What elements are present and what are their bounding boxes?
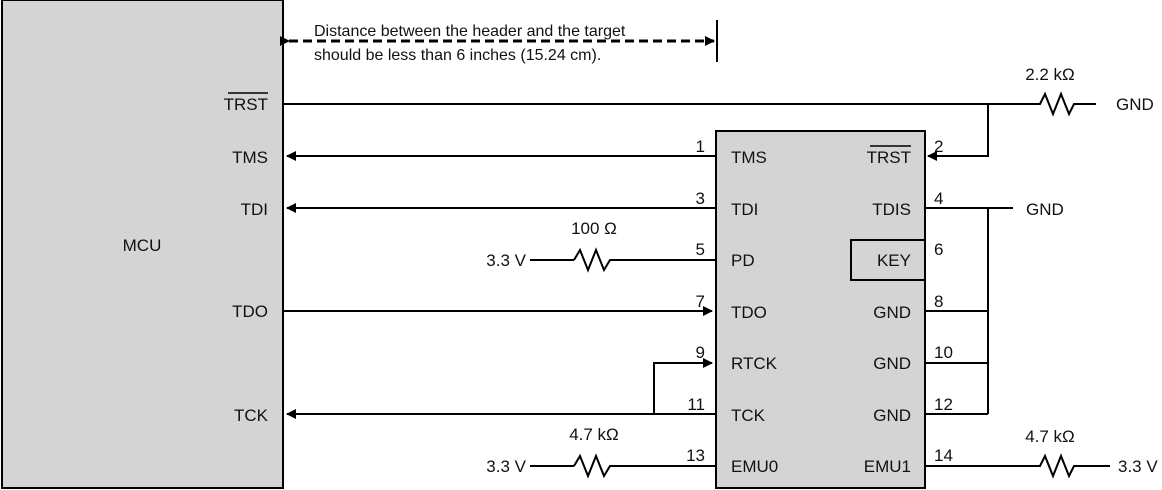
hdr-pin-label-tck: TCK [731,406,766,425]
emu1-supply-label: 3.3 V [1118,457,1158,476]
header-right-pins: TRST 2 TDIS 4 KEY 6 GND 8 GND 10 GND 12 … [864,137,953,476]
mcu-pin-tck: TCK [234,406,269,425]
hdr-pin-num-6: 6 [934,240,943,259]
resistor-emu1-label: 4.7 kΩ [1025,427,1075,446]
hdr-pin-num-12: 12 [934,395,953,414]
hdr-pin-label-emu0: EMU0 [731,457,778,476]
hdr-pin-label-tdis: TDIS [872,200,911,219]
resistor-emu1 [1030,453,1110,479]
hdr-pin-label-key: KEY [877,251,911,270]
resistor-2k2 [1030,91,1096,117]
hdr-pin-num-10: 10 [934,343,953,362]
hdr-pin-num-2: 2 [934,137,943,156]
resistor-emu0 [573,453,716,479]
wire-rtck-loop [653,358,713,414]
emu0-supply-label: 3.3 V [486,457,526,476]
distance-note-line2: should be less than 6 inches (15.24 cm). [314,47,601,64]
hdr-pin-label-gnd-8: GND [873,303,911,322]
resistor-2k2-label: 2.2 kΩ [1025,65,1075,84]
hdr-pin-num-13: 13 [686,446,705,465]
mcu-label: MCU [123,236,162,255]
hdr-pin-num-9: 9 [696,343,705,362]
hdr-pin-num-1: 1 [696,137,705,156]
distance-note-line1: Distance between the header and the targ… [314,23,626,40]
hdr-pin-label-rtck: RTCK [731,354,778,373]
hdr-pin-num-3: 3 [696,189,705,208]
mcu-block [1,0,284,489]
pd-supply-label: 3.3 V [486,251,526,270]
hdr-pin-label-pd: PD [731,251,755,270]
wire-trst-to-pin2 [927,104,989,161]
header-left-pins: TMS 1 TDI 3 PD 5 TDO 7 RTCK 9 TCK 11 EMU… [686,137,778,476]
hdr-pin-num-11: 11 [687,395,705,414]
hdr-pin-label-tms: TMS [731,148,767,167]
gnd-label-trst: GND [1116,95,1154,114]
mcu-pin-trst: TRST [224,95,268,114]
hdr-pin-num-14: 14 [934,446,953,465]
hdr-pin-label-gnd-12: GND [873,406,911,425]
resistor-100 [573,247,716,273]
key-bracket [850,239,925,281]
hdr-pin-num-5: 5 [696,240,705,259]
header-block [715,130,926,489]
hdr-pin-num-7: 7 [696,292,705,311]
resistor-100-label: 100 Ω [571,219,617,238]
mcu-pin-tms: TMS [232,148,268,167]
mcu-pin-tdo: TDO [232,302,268,321]
gnd-label-tdis: GND [1026,200,1064,219]
resistor-emu0-label: 4.7 kΩ [569,425,619,444]
hdr-pin-num-8: 8 [934,292,943,311]
hdr-pin-label-tdi: TDI [731,200,758,219]
mcu-pin-tdi: TDI [241,200,268,219]
hdr-pin-label-gnd-10: GND [873,354,911,373]
hdr-pin-label-trst: TRST [867,148,911,167]
hdr-pin-num-4: 4 [934,189,943,208]
hdr-pin-label-tdo: TDO [731,303,767,322]
hdr-pin-label-emu1: EMU1 [864,457,911,476]
